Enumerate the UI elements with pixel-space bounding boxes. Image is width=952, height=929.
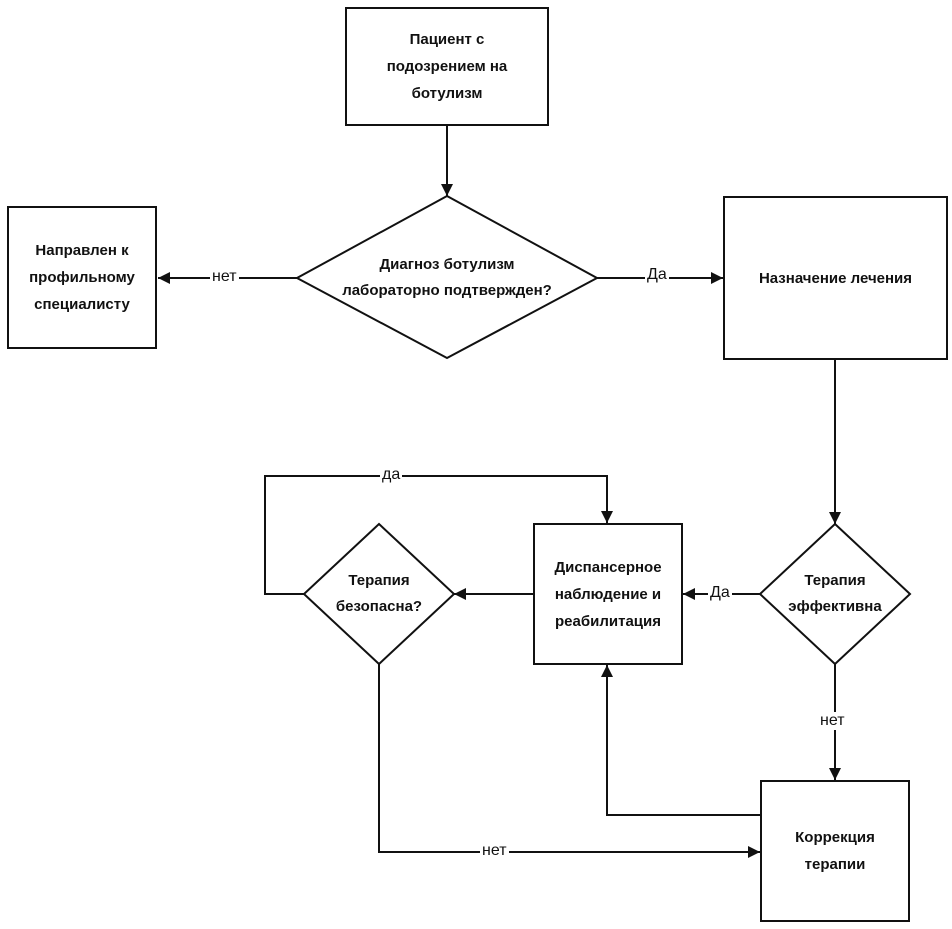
node-safe: Терапия безопасна? xyxy=(314,560,444,628)
edge-label-eff-no: нет xyxy=(818,712,847,730)
node-followup-line-3: реабилитация xyxy=(555,612,661,630)
edge-label-diag-no: нет xyxy=(210,268,239,286)
edge-safe-no xyxy=(378,664,760,858)
node-referral: Направлен к профильному специалисту xyxy=(7,206,157,349)
node-effective-line-1: Терапия xyxy=(804,572,866,589)
node-followup: Диспансерное наблюдение и реабилитация xyxy=(533,523,683,665)
node-start: Пациент с подозрением на ботулизм xyxy=(345,7,549,126)
node-safe-line-2: безопасна? xyxy=(335,598,423,615)
node-followup-line-1: Диспансерное xyxy=(554,558,662,576)
node-correction: Коррекция терапии xyxy=(760,780,910,922)
node-diagnosis-line-1: Диагноз ботулизм xyxy=(379,256,515,273)
node-diagnosis: Диагноз ботулизм лабораторно подтвержден… xyxy=(317,238,577,318)
node-effective: Терапия эффективна xyxy=(770,560,900,628)
node-safe-line-1: Терапия xyxy=(348,572,410,589)
node-start-line-2: подозрением на xyxy=(386,58,508,75)
node-referral-line-3: специалисту xyxy=(34,296,130,313)
edge-label-safe-no: нет xyxy=(480,842,509,860)
edge-correction-to-followup xyxy=(601,665,760,816)
node-correction-line-1: Коррекция xyxy=(795,829,875,846)
node-referral-line-1: Направлен к xyxy=(35,242,129,259)
node-diagnosis-line-2: лабораторно подтвержден? xyxy=(342,282,552,299)
edge-label-safe-yes: да xyxy=(380,466,403,484)
edge-safe-yes xyxy=(264,475,613,595)
node-referral-line-2: профильному xyxy=(29,269,135,286)
node-treatment: Назначение лечения xyxy=(723,196,948,360)
node-followup-line-2: наблюдение и xyxy=(554,585,662,603)
node-treatment-line-1: Назначение лечения xyxy=(758,269,913,287)
node-correction-line-2: терапии xyxy=(804,856,866,873)
diagnosis-diamond xyxy=(294,194,600,360)
edge-label-diag-yes: Да xyxy=(645,266,669,284)
node-effective-line-2: эффективна xyxy=(788,598,882,615)
node-start-line-1: Пациент с xyxy=(409,31,485,48)
node-start-line-3: ботулизм xyxy=(411,85,483,102)
edge-label-eff-yes: Да xyxy=(708,584,732,602)
